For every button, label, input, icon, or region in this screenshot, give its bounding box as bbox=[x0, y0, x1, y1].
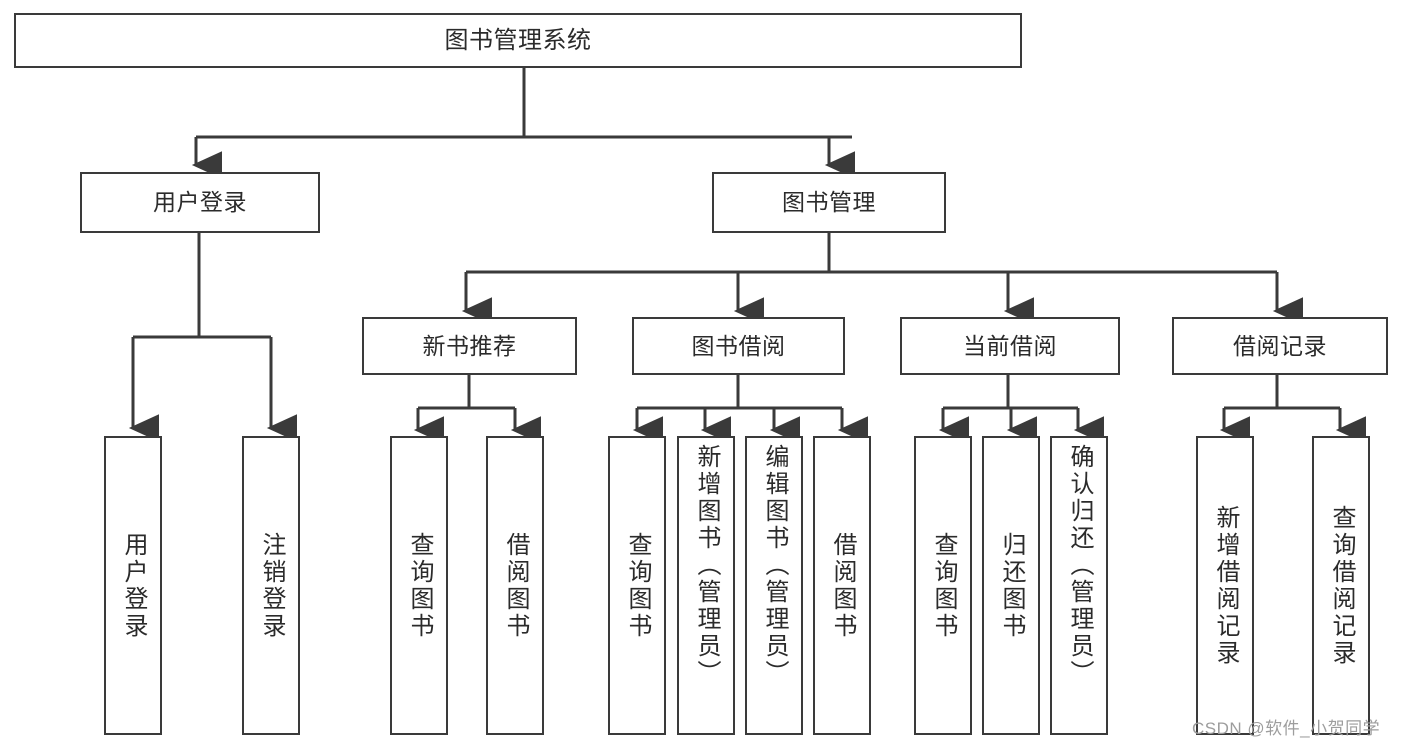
leaf-query-book-borrow[interactable]: 查询图书 bbox=[608, 436, 666, 735]
node-user-login-label: 用户登录 bbox=[153, 189, 247, 216]
leaf-return-book[interactable]: 归还图书 bbox=[982, 436, 1040, 735]
leaf-borrow-book-label: 借阅图书 bbox=[829, 531, 856, 640]
node-book-borrow[interactable]: 图书借阅 bbox=[632, 317, 845, 375]
leaf-add-record[interactable]: 新增借阅记录 bbox=[1196, 436, 1254, 735]
node-current-borrow-label: 当前借阅 bbox=[963, 332, 1057, 359]
node-new-book[interactable]: 新书推荐 bbox=[362, 317, 577, 375]
node-user-login[interactable]: 用户登录 bbox=[80, 172, 320, 233]
leaf-confirm-return-label: 确认归还（管理员） bbox=[1066, 444, 1093, 687]
leaf-query-record-label: 查询借阅记录 bbox=[1328, 504, 1355, 667]
leaf-query-book-borrow-label: 查询图书 bbox=[624, 531, 651, 640]
leaf-query-book-new-label: 查询图书 bbox=[406, 531, 433, 640]
leaf-edit-book[interactable]: 编辑图书（管理员） bbox=[745, 436, 803, 735]
leaf-borrow-book-new-label: 借阅图书 bbox=[502, 531, 529, 640]
node-new-book-label: 新书推荐 bbox=[422, 332, 517, 359]
leaf-query-record[interactable]: 查询借阅记录 bbox=[1312, 436, 1370, 735]
node-borrow-record[interactable]: 借阅记录 bbox=[1172, 317, 1388, 375]
leaf-logout[interactable]: 注销登录 bbox=[242, 436, 300, 735]
leaf-add-book-label: 新增图书（管理员） bbox=[693, 444, 720, 687]
node-root-label: 图书管理系统 bbox=[444, 26, 592, 54]
node-book-manage[interactable]: 图书管理 bbox=[712, 172, 946, 233]
leaf-logout-label: 注销登录 bbox=[258, 531, 285, 640]
leaf-query-book-new[interactable]: 查询图书 bbox=[390, 436, 448, 735]
leaf-return-book-label: 归还图书 bbox=[998, 531, 1025, 640]
leaf-confirm-return[interactable]: 确认归还（管理员） bbox=[1050, 436, 1108, 735]
node-book-manage-label: 图书管理 bbox=[782, 189, 876, 216]
leaf-user-login[interactable]: 用户登录 bbox=[104, 436, 162, 735]
leaf-query-book-current[interactable]: 查询图书 bbox=[914, 436, 972, 735]
node-root[interactable]: 图书管理系统 bbox=[14, 13, 1022, 68]
node-borrow-record-label: 借阅记录 bbox=[1233, 332, 1327, 359]
leaf-add-book[interactable]: 新增图书（管理员） bbox=[677, 436, 735, 735]
csdn-watermark: CSDN @软件_小贺同学 bbox=[1192, 719, 1381, 738]
node-book-borrow-label: 图书借阅 bbox=[691, 332, 786, 359]
node-current-borrow[interactable]: 当前借阅 bbox=[900, 317, 1120, 375]
leaf-edit-book-label: 编辑图书（管理员） bbox=[761, 444, 788, 687]
leaf-query-book-current-label: 查询图书 bbox=[930, 531, 957, 640]
leaf-borrow-book[interactable]: 借阅图书 bbox=[813, 436, 871, 735]
leaf-add-record-label: 新增借阅记录 bbox=[1212, 504, 1239, 667]
leaf-user-login-label: 用户登录 bbox=[120, 531, 147, 640]
leaf-borrow-book-new[interactable]: 借阅图书 bbox=[486, 436, 544, 735]
